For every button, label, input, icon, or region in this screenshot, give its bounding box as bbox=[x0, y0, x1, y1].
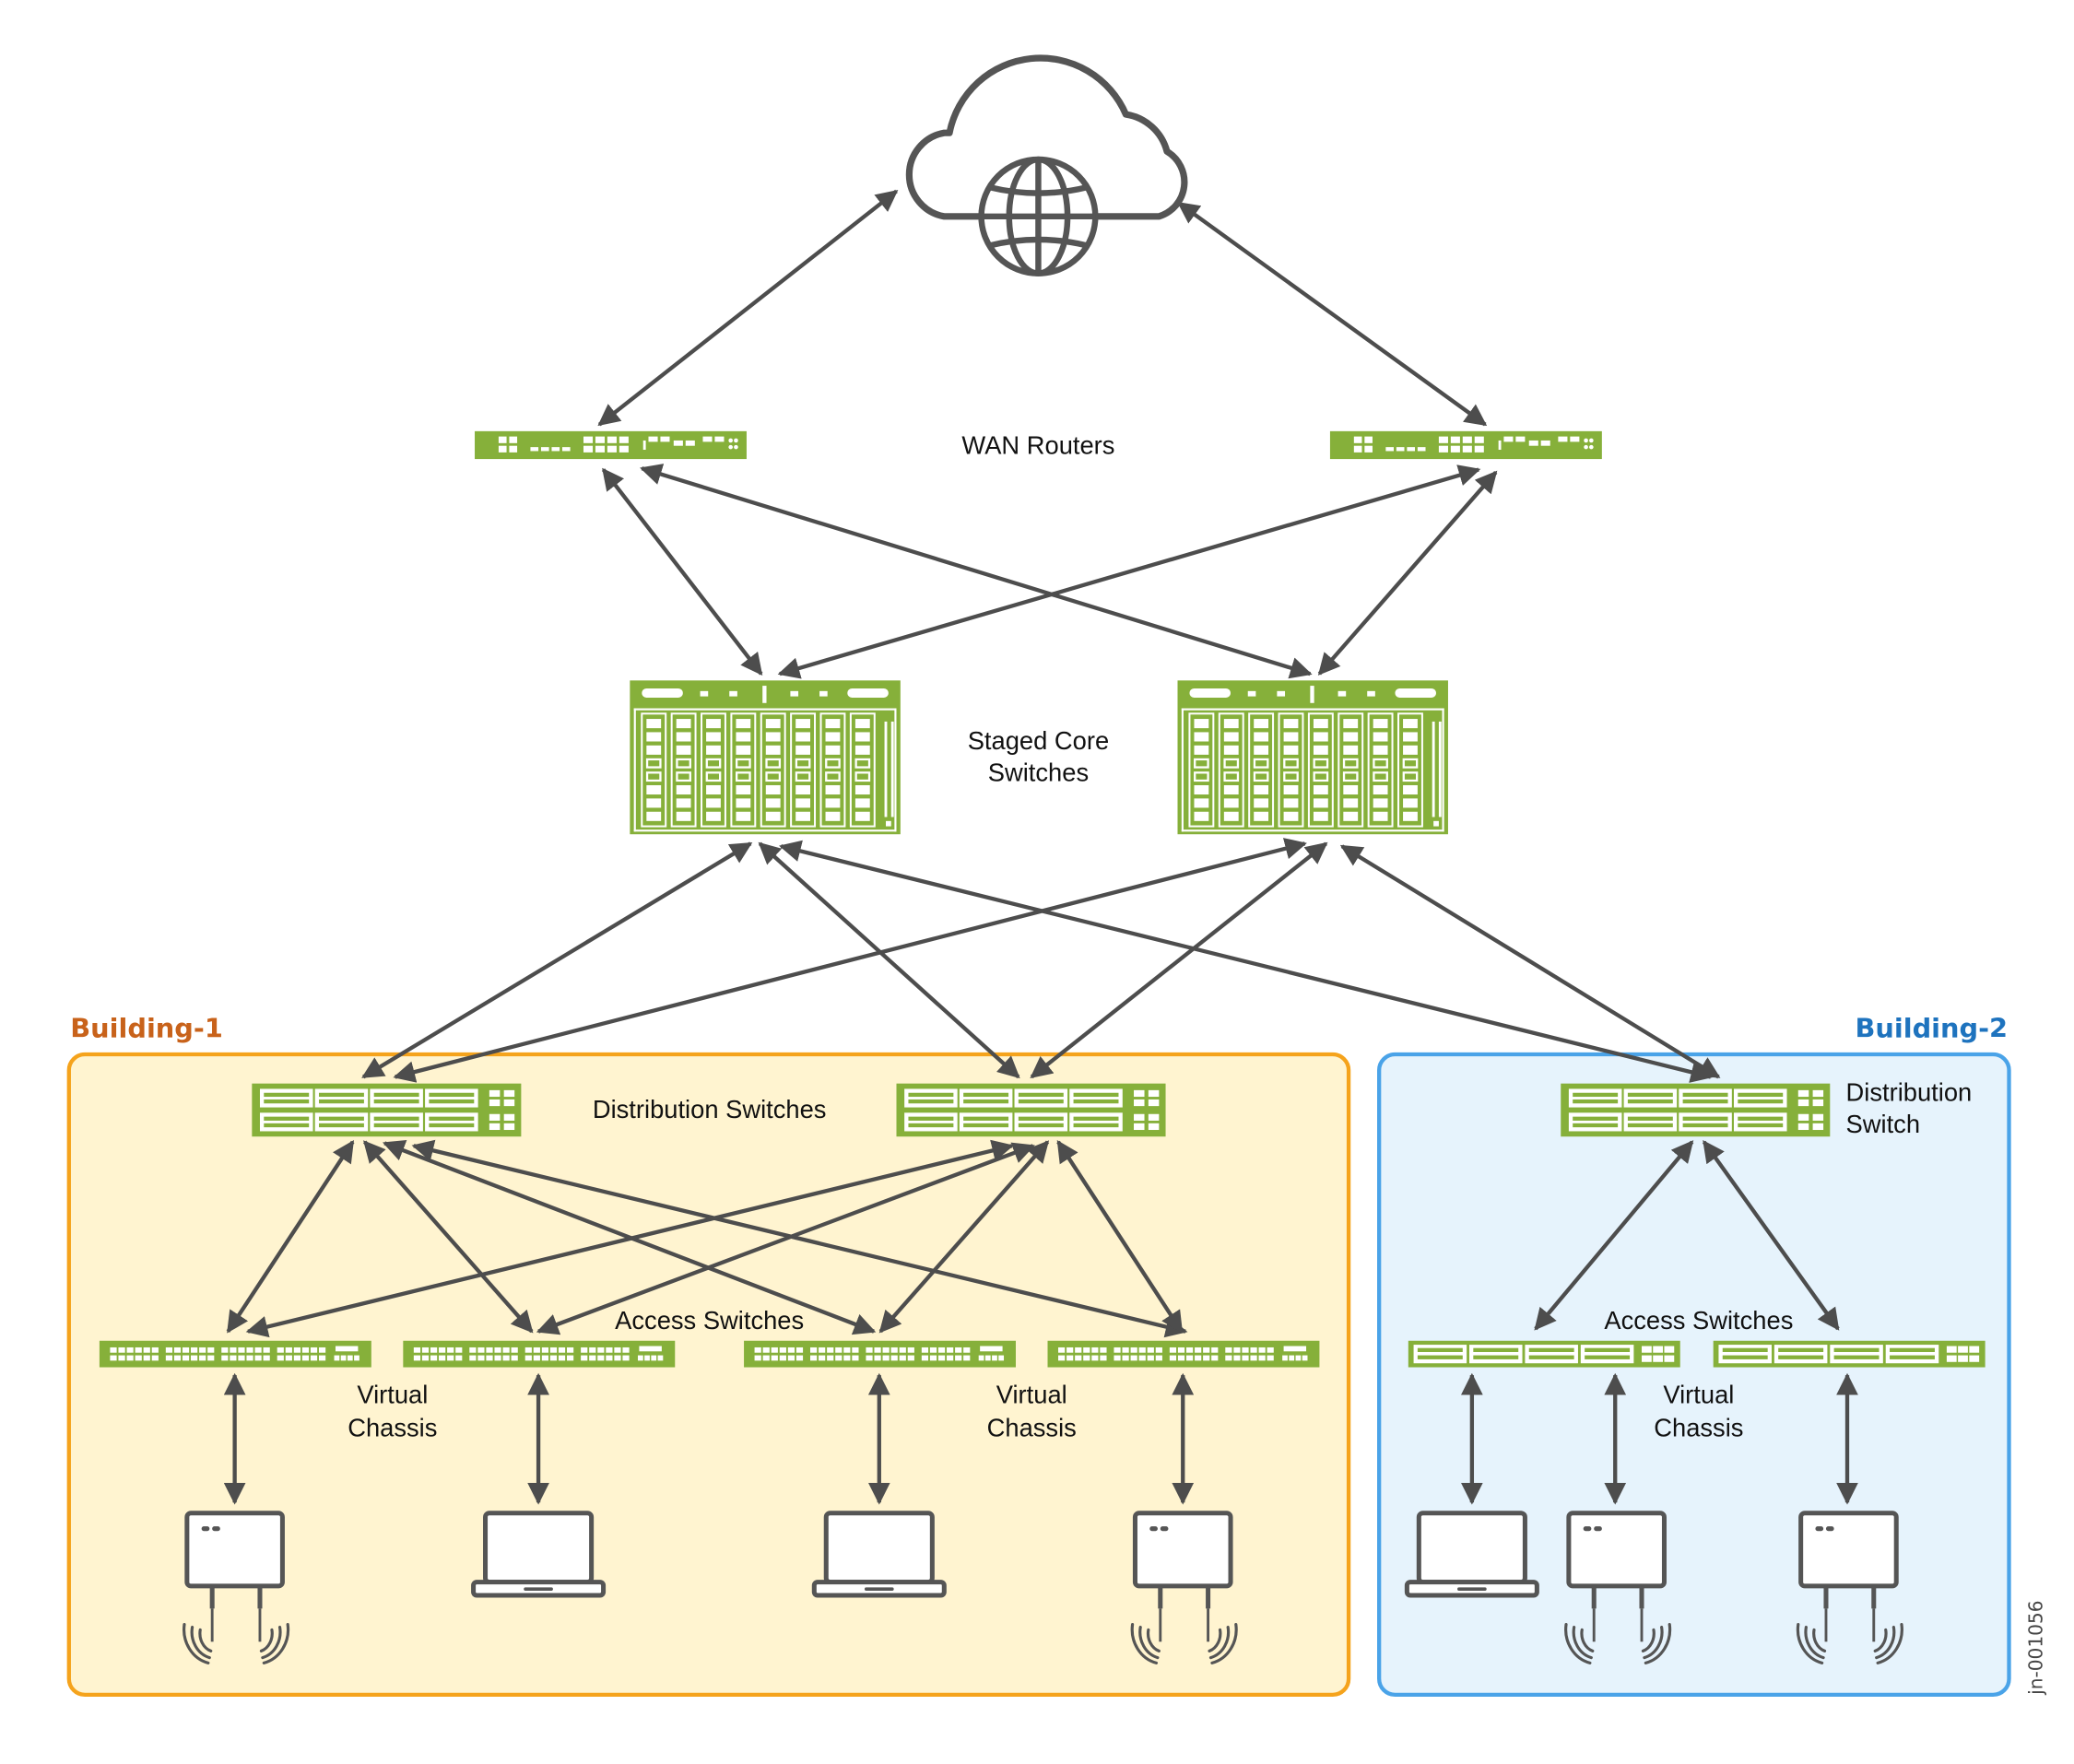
building-1-label: Building-1 bbox=[70, 1012, 223, 1043]
link-wan2-core2 bbox=[1317, 470, 1498, 676]
link-b2dist1-access1 bbox=[1534, 1140, 1694, 1331]
b1-virtual-chassis-left-line2: Chassis bbox=[348, 1413, 437, 1441]
link-core1-b2dist1 bbox=[779, 840, 1714, 1083]
link-wan2-core1 bbox=[777, 465, 1481, 679]
b1-distribution-switch-1[interactable] bbox=[252, 1083, 522, 1137]
b1-virtual-chassis-right-line2: Chassis bbox=[987, 1413, 1077, 1441]
link-core2-b1dist1 bbox=[393, 838, 1307, 1083]
b1-access-switch-1[interactable] bbox=[99, 1340, 371, 1368]
b1-laptop-2-icon[interactable] bbox=[814, 1513, 944, 1595]
link-b1dist2-access4 bbox=[1056, 1139, 1184, 1334]
link-internet-wan2 bbox=[1177, 201, 1488, 427]
b1-distribution-switch-2[interactable] bbox=[896, 1083, 1166, 1137]
b1-laptop-1-icon[interactable] bbox=[474, 1513, 604, 1595]
building-2-zone bbox=[1377, 1052, 2011, 1698]
b2-access-switch-2[interactable] bbox=[1713, 1340, 1986, 1368]
link-core1-b1dist2 bbox=[758, 841, 1020, 1079]
b1-virtual-chassis-right-line1: Virtual bbox=[996, 1380, 1067, 1408]
links-layer bbox=[223, 189, 1858, 1505]
link-internet-wan1 bbox=[597, 189, 899, 427]
b2-access-label: Access Switches bbox=[1604, 1306, 1793, 1335]
link-core2-b1dist2 bbox=[1030, 841, 1328, 1079]
b1-access-switch-2[interactable] bbox=[403, 1340, 676, 1368]
b2-distribution-label-line1: Distribution bbox=[1846, 1077, 1973, 1106]
wan-routers-label: WAN Routers bbox=[961, 430, 1114, 459]
building-2-label: Building-2 bbox=[1855, 1012, 2008, 1043]
b2-virtual-chassis-line2: Chassis bbox=[1654, 1413, 1743, 1441]
internet-cloud-icon bbox=[905, 54, 1188, 276]
core-switches-label-line2: Switches bbox=[988, 759, 1089, 787]
b2-distribution-switch-1[interactable] bbox=[1561, 1083, 1831, 1137]
core-switches-label-line1: Staged Core bbox=[968, 726, 1109, 755]
figure-id: jn-001056 bbox=[2024, 1600, 2046, 1695]
wan-router-1[interactable] bbox=[475, 430, 747, 460]
b1-access-label: Access Switches bbox=[615, 1306, 804, 1335]
link-core1-b1dist1 bbox=[361, 841, 753, 1079]
core-switch-1[interactable] bbox=[629, 679, 901, 836]
link-wan1-core1 bbox=[601, 467, 763, 676]
link-wan1-core2 bbox=[640, 464, 1313, 679]
b1-distribution-label: Distribution Switches bbox=[593, 1095, 827, 1123]
b1-access-switch-3[interactable] bbox=[744, 1340, 1016, 1368]
globe-icon bbox=[978, 156, 1099, 276]
b2-virtual-chassis-line1: Virtual bbox=[1663, 1380, 1734, 1408]
b2-laptop-1-icon[interactable] bbox=[1407, 1513, 1537, 1595]
link-core2-b2dist1 bbox=[1339, 844, 1721, 1079]
b2-access-switch-1[interactable] bbox=[1408, 1340, 1680, 1368]
link-b1dist2-access3 bbox=[878, 1140, 1050, 1334]
b2-distribution-label-line2: Switch bbox=[1846, 1110, 1921, 1138]
core-switch-2[interactable] bbox=[1176, 679, 1450, 836]
b1-virtual-chassis-left-line1: Virtual bbox=[357, 1380, 428, 1408]
link-b2dist1-access2 bbox=[1702, 1140, 1840, 1331]
wan-router-2[interactable] bbox=[1329, 430, 1602, 460]
b1-access-switch-4[interactable] bbox=[1047, 1340, 1320, 1368]
